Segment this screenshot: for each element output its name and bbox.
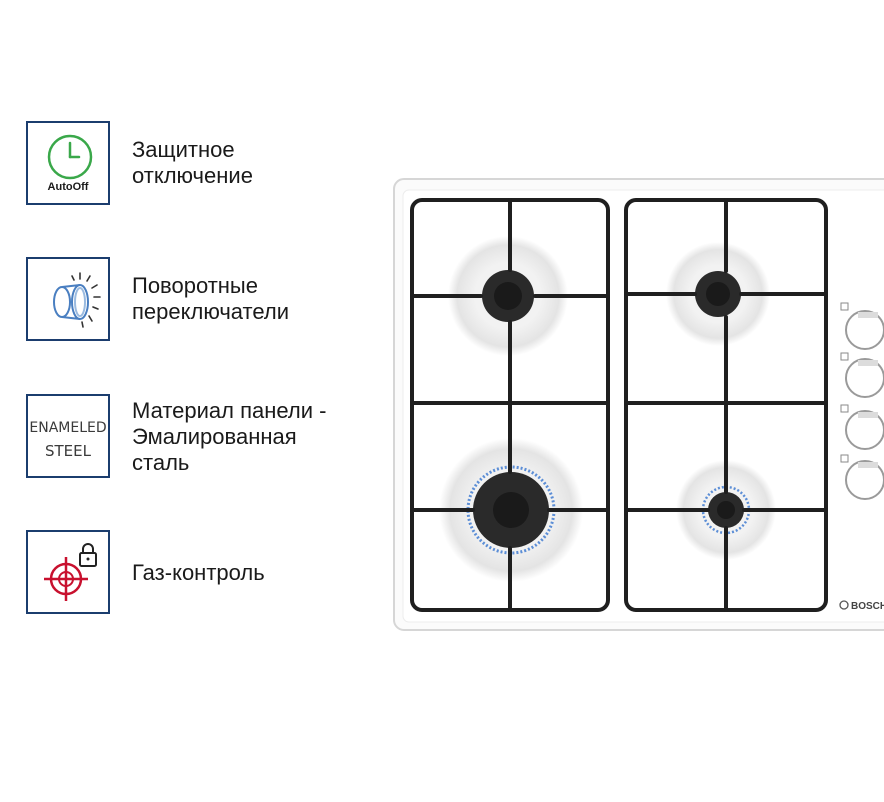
knob-4[interactable] bbox=[845, 460, 884, 500]
gas-hob-image: BOSCH bbox=[393, 178, 884, 631]
feature-label-enameled: Материал панели - Эмалированная сталь bbox=[132, 398, 327, 475]
control-knobs bbox=[840, 302, 884, 500]
clock-icon bbox=[47, 134, 93, 180]
brand-name: BOSCH bbox=[851, 601, 884, 612]
rotary-knob-icon bbox=[53, 272, 101, 328]
autooff-icon-text: AutoOff bbox=[47, 181, 89, 193]
feature-autooff: AutoOff Защитное отключение bbox=[26, 121, 466, 211]
autooff-icon-box: AutoOff bbox=[26, 121, 110, 205]
feature-gas-control: Газ-контроль bbox=[26, 530, 466, 620]
pan-support-left bbox=[410, 198, 610, 612]
rotary-icon-box bbox=[26, 257, 110, 341]
enameled-text: ENAMELED bbox=[29, 420, 107, 436]
knob-3[interactable] bbox=[845, 410, 884, 450]
feature-label-autooff: Защитное отключение bbox=[132, 137, 253, 188]
pan-support-right bbox=[624, 198, 828, 612]
feature-label-gas-control: Газ-контроль bbox=[132, 560, 265, 585]
gas-control-icon-box bbox=[26, 530, 110, 614]
feature-label-rotary: Поворотные переключатели bbox=[132, 273, 290, 324]
knob-1[interactable] bbox=[845, 310, 884, 350]
bosch-logo-icon bbox=[839, 600, 849, 610]
steel-text: STEEL bbox=[45, 442, 91, 460]
feature-rotary-knobs: Поворотные переключатели bbox=[26, 257, 466, 347]
gas-control-icon bbox=[44, 543, 97, 601]
feature-enameled-steel: ENAMELED STEEL Материал панели - Эмалиро… bbox=[26, 394, 466, 484]
enameled-steel-icon: ENAMELED STEEL bbox=[26, 394, 110, 478]
knob-2[interactable] bbox=[845, 358, 884, 398]
